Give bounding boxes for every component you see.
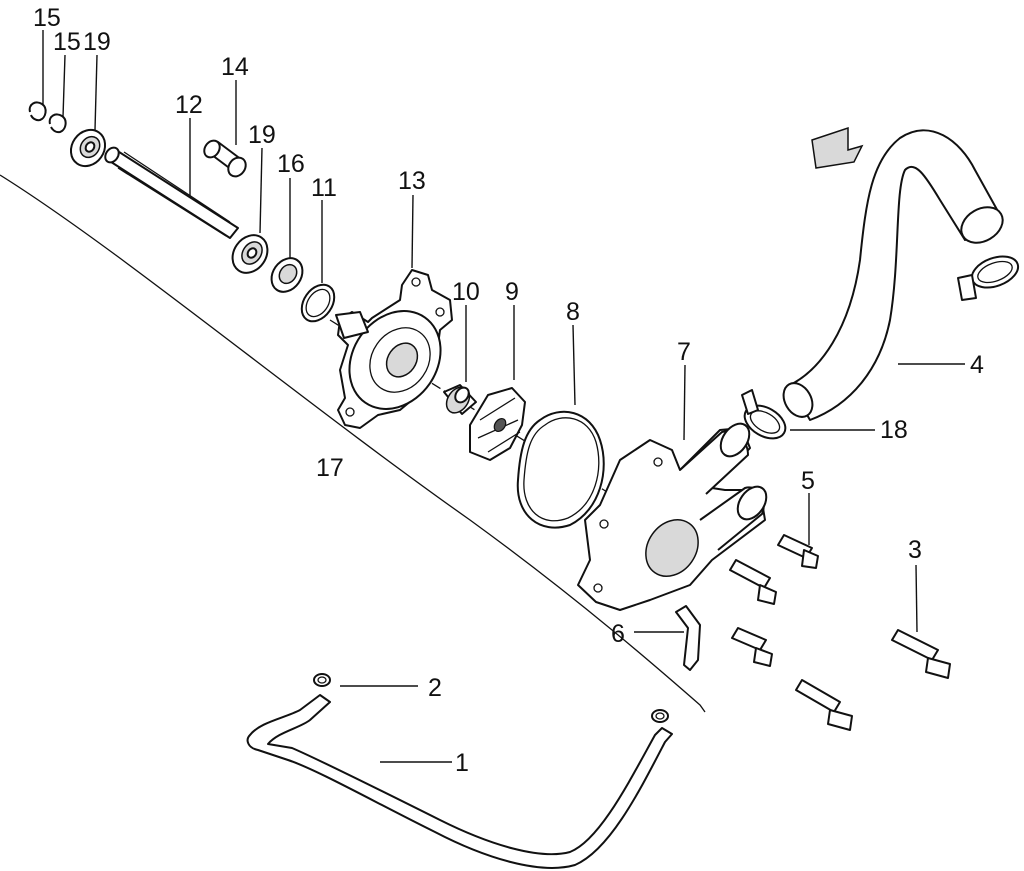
part-6-fitting [675,605,701,671]
label-13: 13 [398,167,426,195]
label-8: 8 [566,298,580,326]
label-10: 10 [452,278,480,306]
label-12: 12 [175,91,203,119]
part-15-circlip-a [28,101,47,122]
part-5-bolt-a [777,534,819,569]
part-5-bolt-c [731,627,773,667]
label-6: 6 [611,620,625,648]
label-4: 4 [970,351,984,379]
label-11: 11 [311,174,337,202]
part-19-bearing-b [231,234,269,274]
label-3: 3 [908,536,922,564]
label-16: 16 [277,150,305,178]
part-14-sleeve [203,139,247,178]
part-9-impeller [469,387,526,461]
label-14: 14 [221,53,249,81]
part-4-coolant-hose [782,129,1004,421]
label-15-b: 15 [53,28,81,56]
label-19-a: 19 [83,28,111,56]
label-17: 17 [316,454,344,482]
label-1: 1 [455,749,469,777]
part-15-circlip-b [48,113,67,134]
label-15-a: 15 [33,4,61,32]
part-7-pump-cover [577,422,768,611]
label-5: 5 [801,467,815,495]
part-13-pump-body [335,269,453,429]
part-18-hose-clamp-b [957,255,1020,301]
part-2-clip-a [313,673,331,687]
part-5-bolt-b [729,559,777,605]
part-16-oil-seal [270,257,304,293]
label-18: 18 [880,416,908,444]
part-17-case-outline [0,174,706,713]
label-19-b: 19 [248,121,276,149]
part-19-bearing-a [69,128,107,168]
label-7: 7 [677,338,691,366]
part-5-bolt-d [795,679,853,731]
leader-lines [42,30,965,763]
flow-arrow-icon [811,126,864,169]
part-1-breather-tube [246,694,673,869]
part-18-hose-clamp-a [741,389,787,440]
label-9: 9 [505,278,519,306]
part-12-shaft [104,146,239,239]
part-8-gasket [516,410,605,529]
part-10-mechanical-seal [443,384,477,415]
label-2: 2 [428,674,442,702]
part-3-bolt [891,629,951,679]
part-2-clip-b [651,709,669,723]
part-11-o-ring [300,283,336,323]
